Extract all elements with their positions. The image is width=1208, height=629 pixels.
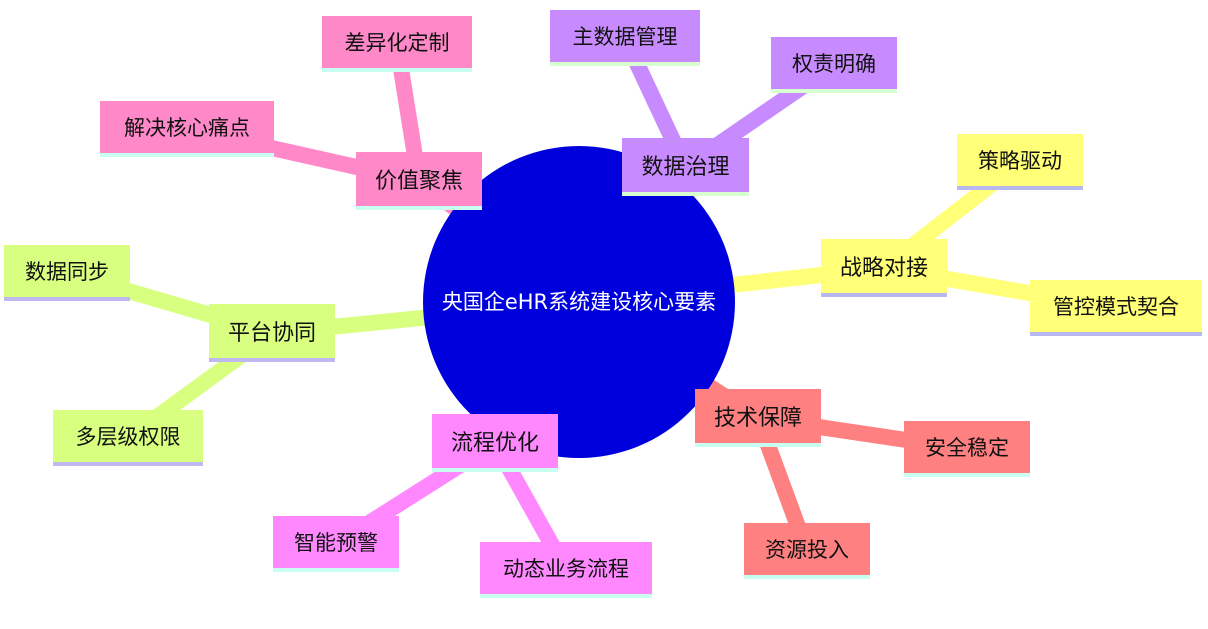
branch-data-governance: 数据治理 — [622, 138, 749, 196]
leaf-resource-investment: 资源投入 — [744, 523, 870, 579]
branch-process-optimization: 流程优化 — [432, 414, 558, 472]
leaf-differentiated-customization: 差异化定制 — [322, 16, 472, 72]
leaf-control-mode-fit: 管控模式契合 — [1030, 280, 1202, 336]
leaf-solve-pain-points: 解决核心痛点 — [100, 101, 274, 157]
branch-strategy-alignment: 战略对接 — [821, 239, 947, 297]
leaf-dynamic-business-process: 动态业务流程 — [480, 542, 652, 598]
leaf-data-sync: 数据同步 — [4, 245, 130, 301]
leaf-secure-stable: 安全稳定 — [904, 421, 1030, 477]
center-label: 央国企eHR系统建设核心要素 — [441, 290, 717, 314]
leaf-clear-responsibility: 权责明确 — [771, 37, 897, 93]
leaf-master-data-management: 主数据管理 — [550, 10, 700, 66]
branch-tech-assurance: 技术保障 — [695, 389, 821, 447]
branch-platform-collaboration: 平台协同 — [209, 304, 335, 362]
leaf-strategy-driven: 策略驱动 — [957, 134, 1083, 190]
leaf-smart-alert: 智能预警 — [273, 516, 399, 572]
leaf-multi-level-permission: 多层级权限 — [53, 410, 203, 466]
branch-value-focus: 价值聚焦 — [356, 152, 482, 210]
